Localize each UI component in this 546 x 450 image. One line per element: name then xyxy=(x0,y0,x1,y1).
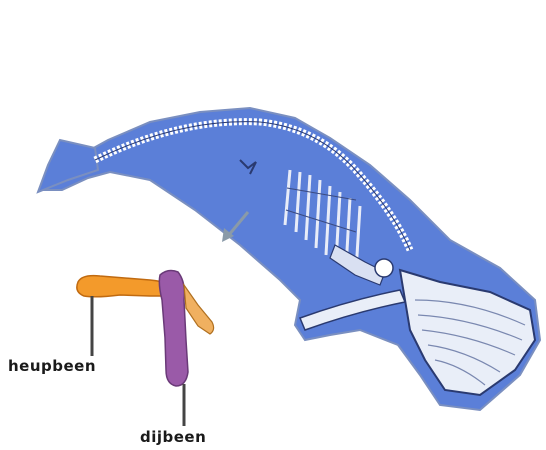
hip-bone-label: heupbeen xyxy=(8,357,96,375)
thigh-bone-label: dijbeen xyxy=(140,428,206,446)
lower-leg-bone xyxy=(184,285,214,334)
